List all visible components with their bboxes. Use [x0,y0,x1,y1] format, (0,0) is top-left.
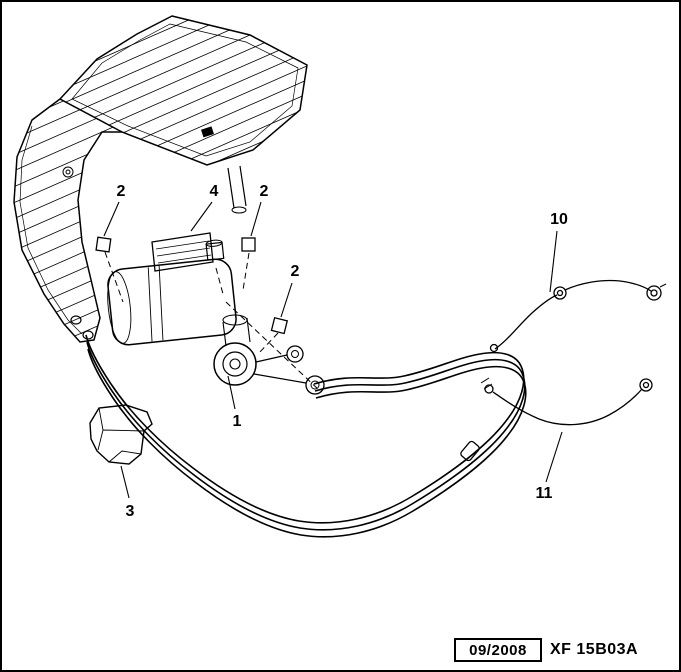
bracket-part-3 [89,404,153,465]
callout-2-mid: 2 [290,263,300,280]
revision-date-box: 09/2008 [454,638,542,662]
cable-part-11 [480,377,653,426]
revision-date: 09/2008 [469,641,527,659]
leader-lines [103,201,563,499]
fuel-tank-drawing [13,15,308,343]
callout-11: 11 [535,485,553,502]
callout-3: 3 [125,503,135,520]
plate-code: XF 15B03A [550,641,639,658]
callout-1: 1 [232,413,242,430]
pump-unit-part-1 [213,314,325,395]
callout-4: 4 [209,183,219,200]
canister-drawing [107,239,237,346]
callout-2-upper-left: 2 [116,183,126,200]
label-plate-part-4 [151,232,214,272]
dashed-assembly-lines [104,251,321,392]
fuel-lines-drawing [85,334,527,538]
callout-10: 10 [550,211,568,228]
fastener-squares-part-2 [95,236,289,335]
cable-part-10 [489,279,667,353]
callout-2-upper-right: 2 [259,183,269,200]
